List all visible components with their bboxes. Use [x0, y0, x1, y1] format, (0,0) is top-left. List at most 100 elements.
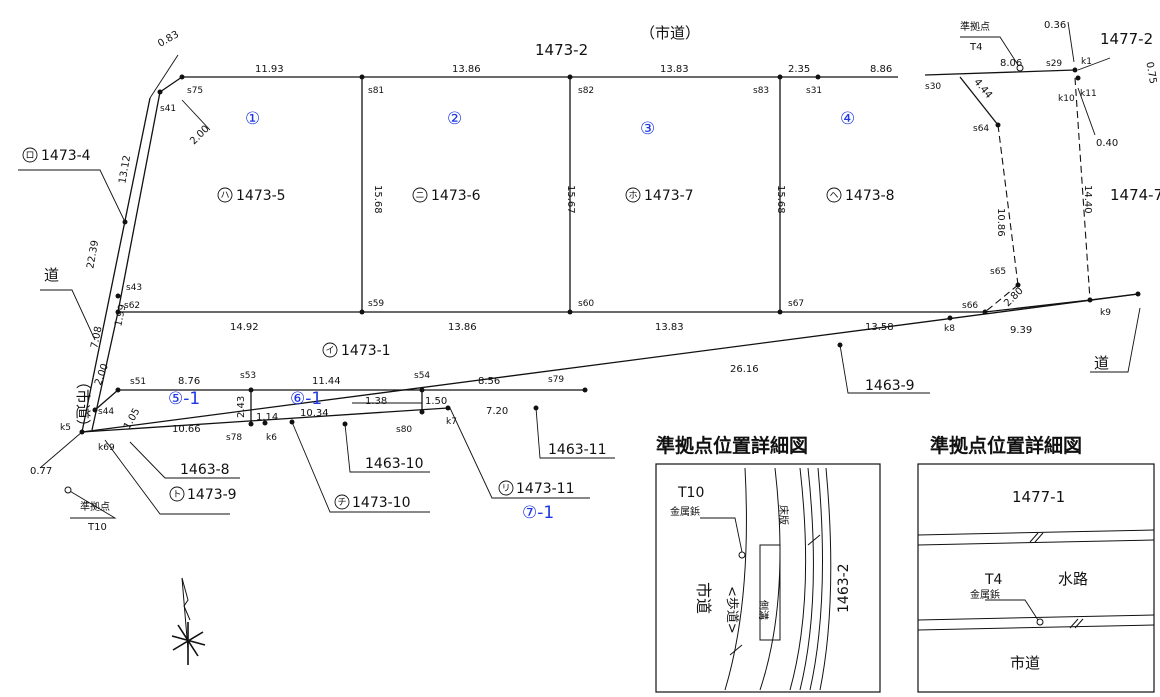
svg-text:0.36: 0.36	[1044, 20, 1066, 31]
svg-text:s65: s65	[990, 267, 1006, 277]
lot-ri-label: 1473-11	[516, 481, 575, 497]
svg-text:13.83: 13.83	[660, 64, 689, 75]
leader-ro	[18, 169, 126, 223]
svg-text:8.56: 8.56	[478, 376, 500, 387]
svg-text:13.58: 13.58	[865, 322, 894, 333]
leader-t4	[960, 36, 1021, 69]
svg-text:s75: s75	[187, 86, 203, 96]
svg-text:市道: 市道	[694, 582, 713, 614]
svg-text:4.44: 4.44	[971, 77, 994, 101]
leader-1463-9	[839, 344, 930, 394]
lot-ni-label: 1473-6	[431, 188, 481, 204]
lot-i: イ 1473-1	[322, 342, 391, 359]
lot-no-1: ①	[245, 109, 260, 129]
left-edge-2	[81, 97, 151, 433]
svg-text:15.67: 15.67	[565, 185, 576, 214]
svg-text:s80: s80	[396, 425, 412, 435]
leader-1463-10	[344, 423, 430, 473]
svg-text:0.40: 0.40	[1096, 138, 1118, 149]
svg-text:15.68: 15.68	[775, 185, 786, 214]
parcel-1463-9: 1463-9	[865, 378, 915, 394]
svg-text:s30: s30	[925, 82, 941, 92]
dash-right-2	[1074, 77, 1091, 301]
svg-text:ロ: ロ	[25, 151, 34, 161]
dashed-lines	[984, 77, 1091, 313]
svg-text:0.77: 0.77	[30, 466, 52, 477]
benchmark-t10-code: T10	[87, 522, 107, 533]
lot-no-7-1: ⑦-1	[522, 503, 554, 523]
leader-to	[104, 439, 230, 515]
svg-text:8.86: 8.86	[870, 64, 892, 75]
lot-i-label: 1473-1	[341, 343, 391, 359]
detail-left: 準拠点位置詳細図 T10 金属鋲 市道 <歩道> 床版 側溝 1463-2	[655, 434, 881, 693]
leader-1463-11	[535, 407, 615, 459]
svg-text:8.76: 8.76	[178, 376, 200, 387]
road-left-label: （市道）	[74, 374, 92, 434]
svg-text:イ: イ	[325, 346, 334, 356]
svg-text:22.39: 22.39	[85, 239, 101, 269]
svg-text:s31: s31	[806, 86, 822, 96]
svg-text:ト: ト	[172, 490, 181, 500]
benchmark-t10-label: 準拠点	[80, 500, 110, 513]
svg-text:26.16: 26.16	[730, 364, 759, 375]
parcel-right-label: 1474-7	[1110, 186, 1160, 204]
benchmark-circles	[64, 64, 1024, 494]
svg-text:1477-1: 1477-1	[1012, 488, 1065, 506]
svg-text:s60: s60	[578, 299, 594, 309]
leader-lines	[18, 21, 1141, 519]
detail-left-title: 準拠点位置詳細図	[656, 434, 808, 457]
svg-text:15.68: 15.68	[372, 185, 383, 214]
svg-text:11.44: 11.44	[312, 376, 341, 387]
svg-text:側溝: 側溝	[757, 600, 770, 620]
michi-left-label: 道	[44, 266, 59, 284]
svg-text:13.86: 13.86	[452, 64, 481, 75]
svg-text:1463-2: 1463-2	[836, 563, 852, 613]
svg-text:2.35: 2.35	[788, 64, 810, 75]
parcel-top-right-label: 1477-2	[1100, 30, 1153, 48]
leader-075	[1077, 57, 1111, 71]
svg-text:s78: s78	[226, 433, 242, 443]
parcel-1463-10: 1463-10	[365, 456, 424, 472]
leader-michi-left	[40, 289, 96, 341]
svg-text:<歩道>: <歩道>	[724, 586, 739, 634]
svg-text:9.39: 9.39	[1010, 325, 1032, 336]
svg-text:s82: s82	[578, 86, 594, 96]
svg-text:s79: s79	[548, 375, 564, 385]
leader-t10	[67, 489, 117, 519]
lot-ho: ホ 1473-7	[625, 187, 694, 204]
benchmark-t4-code: T4	[969, 42, 982, 53]
right-diag	[959, 76, 999, 126]
svg-text:市道: 市道	[1010, 654, 1040, 672]
lot-to: ト 1473-9	[169, 486, 237, 503]
svg-text:0.83: 0.83	[156, 29, 181, 50]
svg-text:11.93: 11.93	[255, 64, 284, 75]
svg-text:k1: k1	[1081, 57, 1092, 67]
left-edge-1	[117, 91, 161, 313]
survey-points	[79, 67, 1141, 435]
michi-right-label: 道	[1094, 354, 1109, 372]
svg-text:k5: k5	[60, 423, 71, 433]
svg-text:T10: T10	[677, 485, 704, 501]
right-top	[924, 69, 1076, 76]
top-boundary	[159, 76, 898, 93]
road-top-label: （市道）	[640, 24, 700, 42]
svg-text:金属鋲: 金属鋲	[670, 505, 700, 518]
strip-left	[94, 389, 119, 411]
leader-ri	[449, 407, 590, 499]
svg-text:ホ: ホ	[628, 190, 637, 201]
detail-right: 準拠点位置詳細図 1477-1 T4 金属鋲 水路 市道	[917, 434, 1155, 693]
leader-040	[1077, 87, 1096, 136]
lot-ha-label: 1473-5	[236, 188, 286, 204]
svg-text:ハ: ハ	[220, 191, 229, 201]
lot-no-6-1: ⑥-1	[290, 389, 322, 409]
svg-text:14.92: 14.92	[230, 322, 259, 333]
leader-083	[149, 54, 179, 99]
lot-he: ヘ 1473-8	[826, 187, 895, 204]
leader-077	[39, 431, 83, 469]
svg-text:s83: s83	[753, 86, 769, 96]
svg-text:s43: s43	[126, 283, 142, 293]
lot-to-label: 1473-9	[187, 487, 237, 503]
svg-text:10.86: 10.86	[995, 208, 1006, 237]
svg-text:s51: s51	[130, 377, 146, 387]
svg-text:2.43: 2.43	[236, 396, 247, 418]
